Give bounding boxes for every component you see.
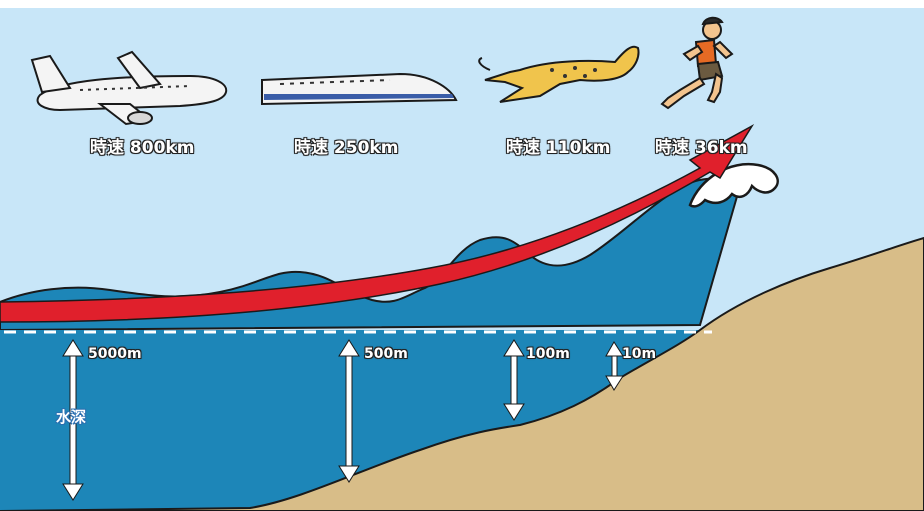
depth-arrow-500 — [338, 339, 360, 483]
speed-label-cheetah: 時速 110km — [506, 138, 611, 158]
runner-icon — [660, 16, 734, 110]
speed-label-runner: 時速 36km — [655, 138, 748, 158]
water-depth-label: 水深 — [56, 408, 87, 426]
depth-label-5000: 5000m — [88, 346, 142, 362]
depth-arrow-5000 — [62, 339, 84, 501]
wave-crest — [688, 162, 779, 208]
speed-label-train: 時速 250km — [294, 138, 399, 158]
depth-label-100: 100m — [526, 346, 570, 362]
bullet-train-icon — [261, 72, 458, 106]
airplane-icon — [30, 50, 228, 126]
speed-label-airplane: 時速 800km — [90, 138, 195, 158]
depth-arrow-100 — [503, 339, 525, 421]
cheetah-icon — [478, 45, 640, 103]
depth-label-500: 500m — [364, 346, 408, 362]
depth-label-10: 10m — [622, 346, 657, 362]
depth-arrow-10 — [605, 341, 624, 391]
tsunami-speed-arrow — [0, 123, 755, 323]
